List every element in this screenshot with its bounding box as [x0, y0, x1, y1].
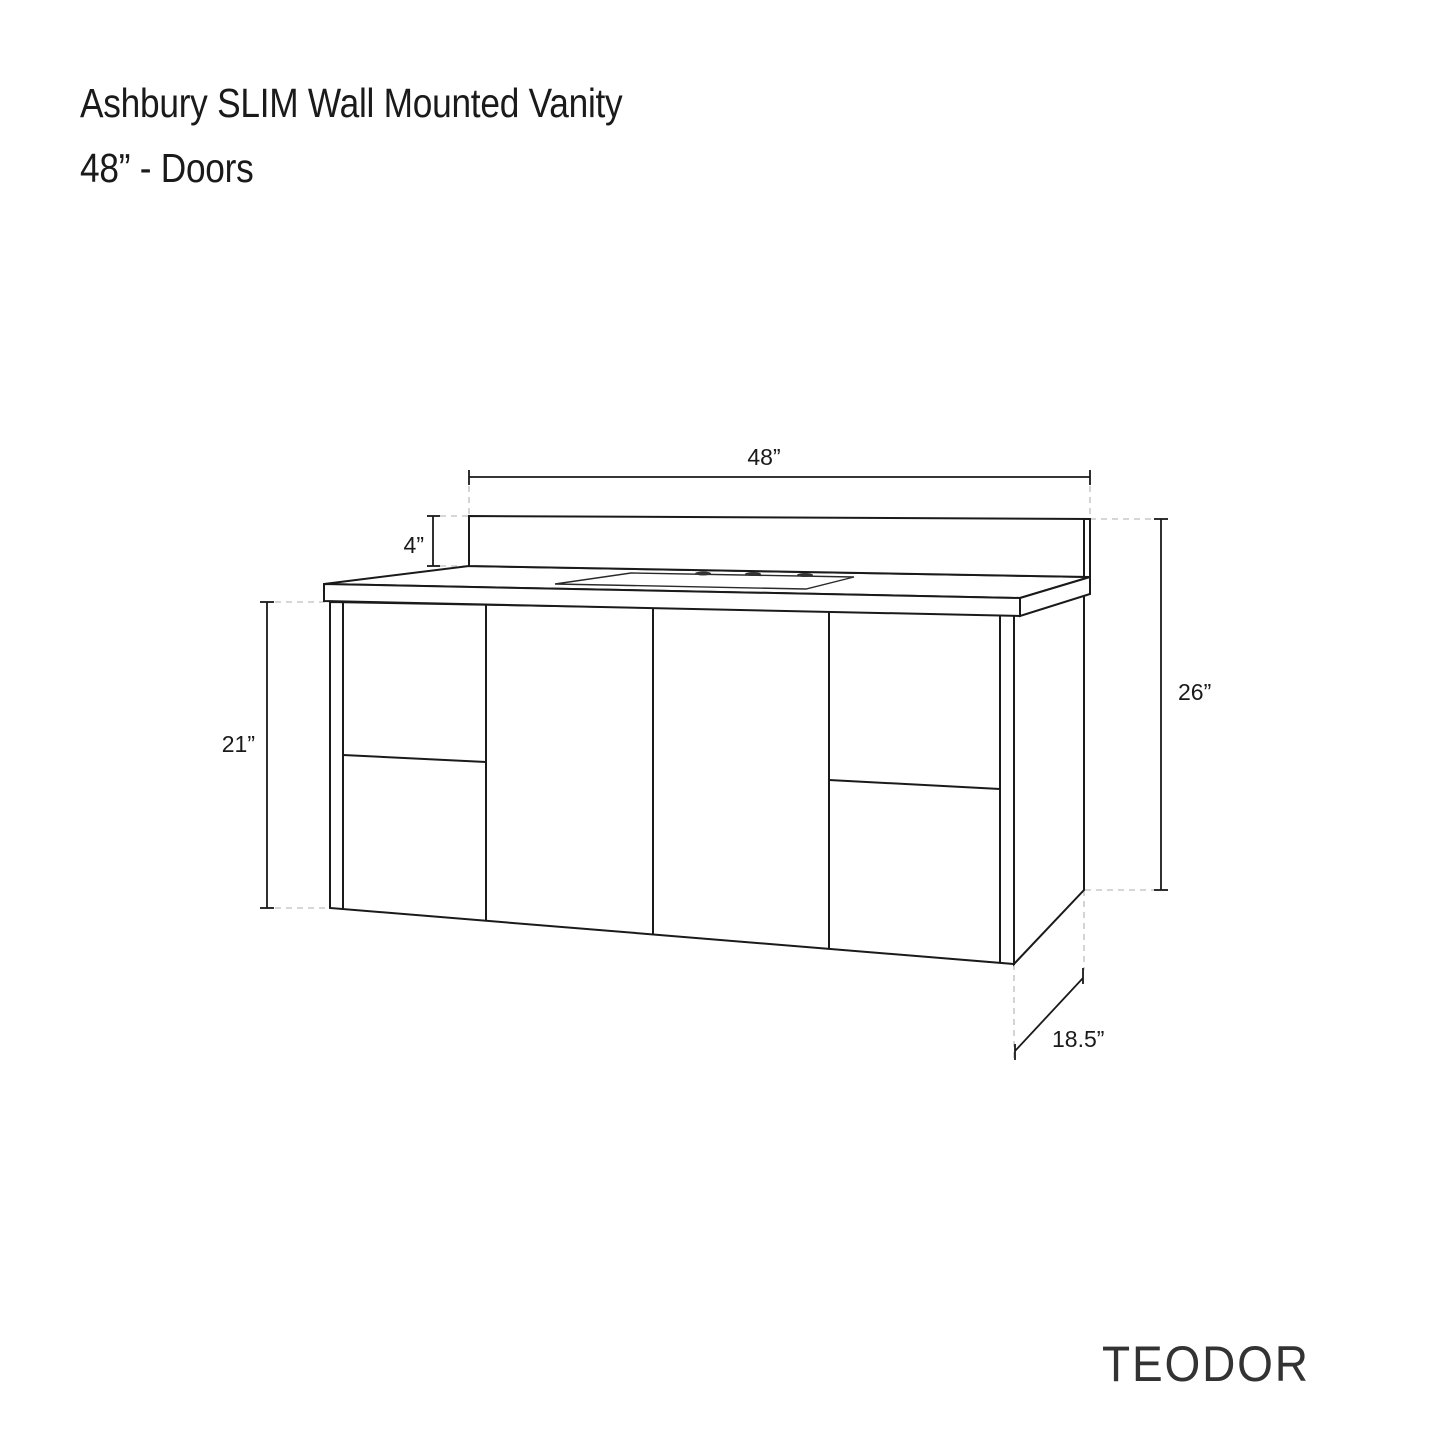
product-subtitle: 48” - Doors: [80, 145, 254, 191]
dimension-overall-height: 26”: [1154, 518, 1211, 891]
faucet-hole-right: [797, 573, 813, 577]
dimension-cabinet-height: 21”: [222, 601, 274, 909]
right-drawer-upper: [828, 779, 1001, 790]
backsplash: [468, 514, 1091, 579]
dimension-width: 48”: [468, 444, 1091, 485]
product-title: Ashbury SLIM Wall Mounted Vanity: [80, 80, 623, 126]
overall-height-label: 26”: [1178, 679, 1211, 705]
vanity-cabinet: [329, 592, 1085, 967]
extension-lines: [275, 486, 1158, 1058]
backsplash-height-label: 4”: [404, 532, 424, 558]
dimension-depth: 18.5”: [1014, 968, 1104, 1060]
left-drawer-upper: [342, 754, 487, 763]
cabinet-height-label: 21”: [222, 731, 255, 757]
dimension-backsplash: 4”: [404, 515, 440, 567]
faucet-hole-center: [745, 572, 761, 576]
width-label: 48”: [747, 444, 780, 470]
depth-label: 18.5”: [1052, 1026, 1104, 1052]
brand-logo: TEODOR: [1102, 1336, 1310, 1392]
faucet-hole-left: [695, 571, 711, 576]
sink: [554, 571, 855, 590]
